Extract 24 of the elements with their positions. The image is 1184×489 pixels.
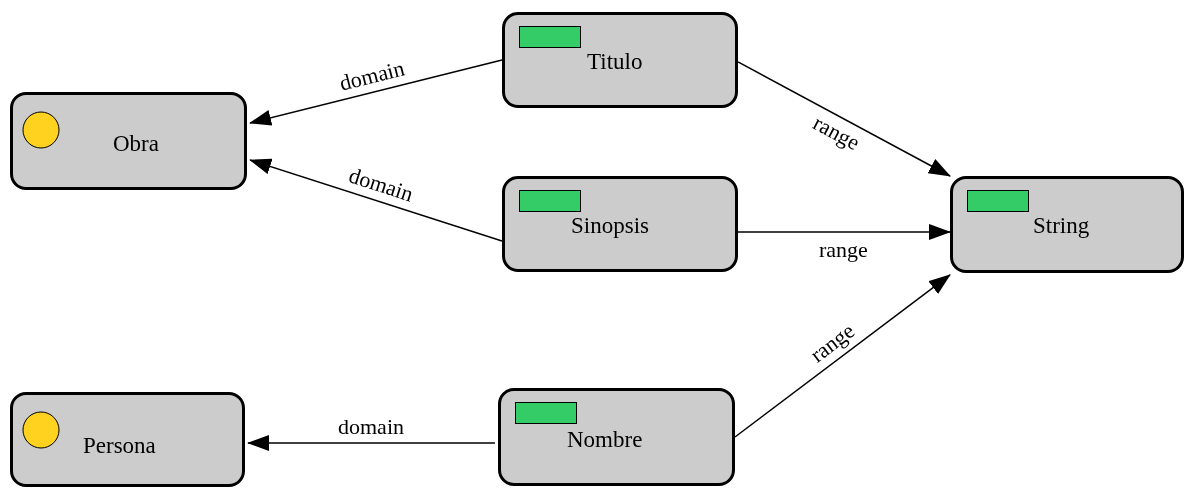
edge-label: range	[805, 318, 861, 368]
class-box	[502, 176, 738, 272]
node-label: Obra	[113, 131, 159, 157]
node-label: Sinopsis	[571, 213, 649, 239]
class-box	[10, 392, 245, 487]
node-label: Nombre	[567, 427, 643, 453]
edge-label: domain	[344, 164, 418, 207]
class-box	[950, 176, 1184, 273]
edge-label: domain	[336, 56, 409, 96]
class-box	[502, 12, 738, 108]
node-label: Titulo	[587, 49, 643, 75]
edge-label: domain	[337, 416, 406, 438]
arrow	[734, 274, 951, 438]
class-box	[10, 92, 247, 190]
arrow	[249, 158, 503, 242]
edge-label: range	[818, 238, 870, 261]
arrow	[249, 59, 503, 126]
node-label: Persona	[83, 433, 156, 459]
class-box	[498, 388, 735, 486]
edge-label: range	[808, 110, 865, 156]
arrow	[737, 61, 951, 177]
node-label: String	[1033, 213, 1090, 239]
arrow	[737, 223, 951, 240]
arrow	[247, 435, 496, 451]
